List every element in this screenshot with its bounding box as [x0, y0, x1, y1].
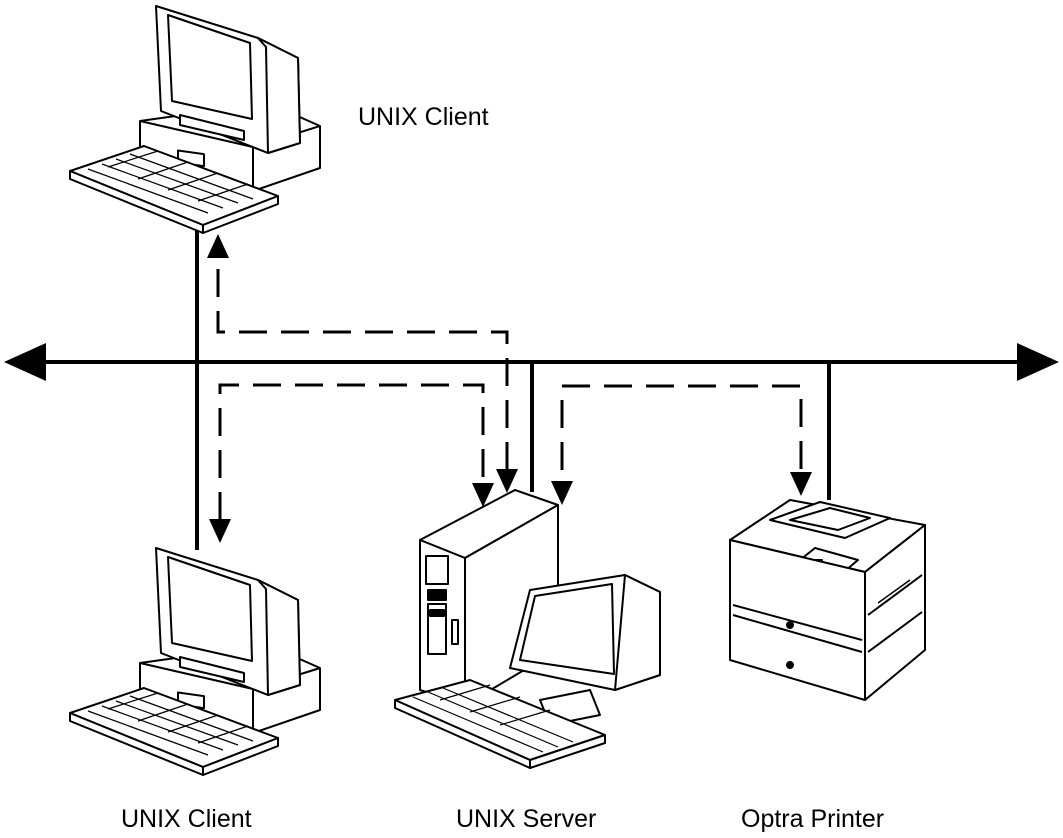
bottom-client-label: UNIX Client	[121, 805, 252, 833]
server-label: UNIX Server	[456, 805, 597, 833]
bus-arrow-right	[1017, 343, 1059, 381]
laser-printer-icon	[729, 499, 926, 701]
flow-bottom-client-to-server	[218, 383, 485, 520]
flow-server-to-top-client	[216, 255, 509, 470]
flow-arrowhead-down	[551, 481, 573, 505]
desktop-computer-icon	[69, 547, 321, 776]
flow-arrowhead-down	[496, 469, 518, 493]
printer-label: Optra Printer	[741, 805, 885, 833]
bus-arrow-left	[4, 343, 46, 381]
flow-server-to-printer	[560, 384, 803, 472]
flow-arrowhead-down	[790, 472, 812, 496]
flow-arrowhead-down	[209, 519, 231, 543]
flow-arrowhead-up	[207, 234, 229, 258]
flow-arrowhead-down	[472, 483, 494, 507]
desktop-computer-icon	[69, 5, 321, 234]
device-connections	[195, 225, 831, 550]
top-client-label: UNIX Client	[358, 103, 489, 131]
tower-server-icon	[394, 489, 661, 769]
